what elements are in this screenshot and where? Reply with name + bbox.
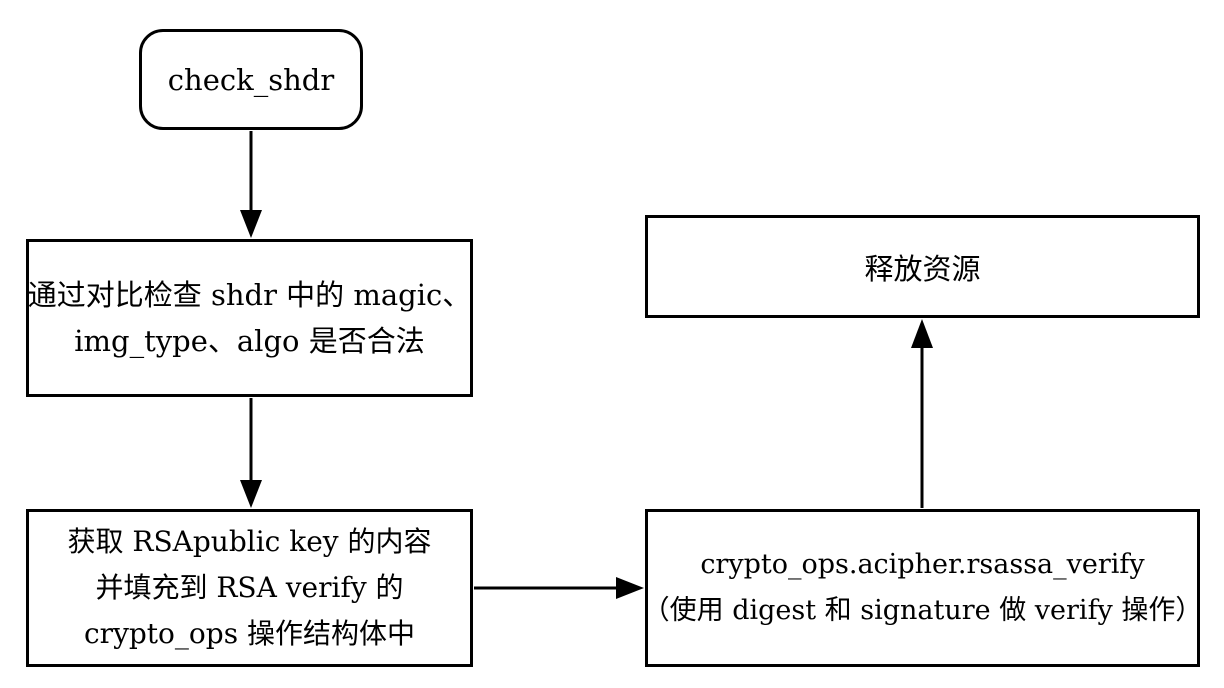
release-node-label: 释放资源 [864,251,981,286]
check-node-line-2: img_type、algo 是否合法 [74,324,425,358]
rsassa-verify-node: crypto_ops.acipher.rsassa_verify （使用 dig… [642,509,1203,667]
edge-start-to-check [240,131,262,238]
release-resources-node: 释放资源 [645,215,1200,318]
fill-rsa-key-node: 获取 RSApublic key 的内容 并填充到 RSA verify 的 c… [26,509,473,667]
edge-check-to-fill [240,398,262,508]
edge-verify-to-release [911,319,933,508]
verify-node-line-1: crypto_ops.acipher.rsassa_verify [700,549,1145,580]
start-node-check-shdr: check_shdr [139,29,363,130]
fill-node-line-1: 获取 RSApublic key 的内容 [67,525,432,558]
edge-fill-to-verify [474,577,644,599]
check-node-line-1: 通过对比检查 shdr 中的 magic、 [27,278,472,312]
fill-node-line-2: 并填充到 RSA verify 的 [95,571,404,604]
fill-node-line-3: crypto_ops 操作结构体中 [84,617,415,650]
check-magic-type-algo-node: 通过对比检查 shdr 中的 magic、 img_type、algo 是否合法 [26,239,473,397]
start-node-label: check_shdr [167,62,335,97]
verify-node-line-2: （使用 digest 和 signature 做 verify 操作） [642,595,1203,626]
